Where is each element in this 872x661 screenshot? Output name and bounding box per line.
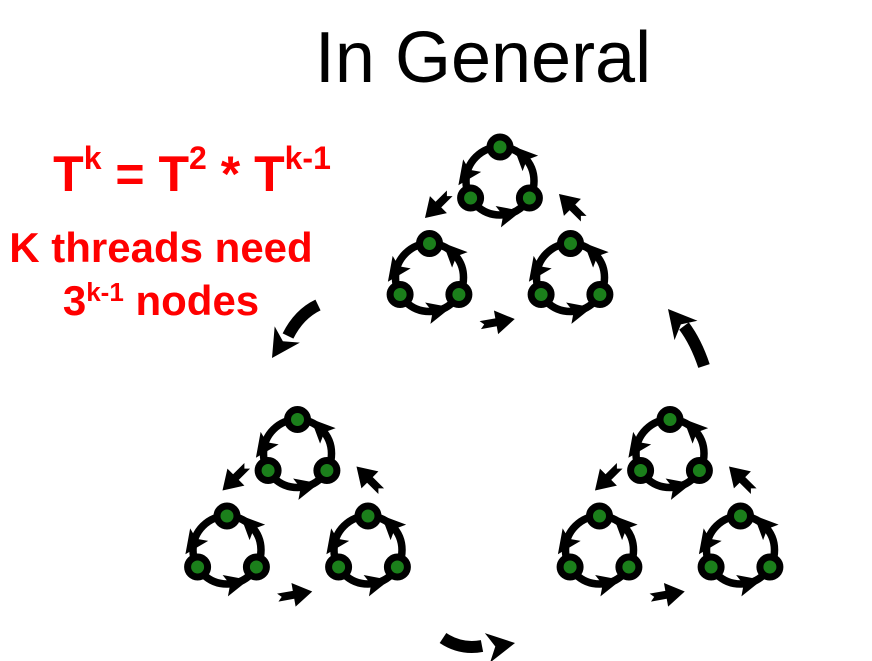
formula-superscript: k-1 bbox=[284, 140, 331, 177]
formula-superscript: k bbox=[83, 140, 102, 177]
note-rest: nodes bbox=[123, 277, 260, 325]
note-line-2: 3k-1 nodes bbox=[0, 274, 322, 327]
formula-operator: * bbox=[206, 146, 255, 202]
curved-arrow-bottom-left-to-bottom-right-icon bbox=[439, 632, 515, 661]
curved-arrow-bottom-right-to-top-icon bbox=[668, 309, 710, 368]
formula-thread-power: Tk = T2 * Tk-1 bbox=[12, 142, 372, 202]
formula-term: T bbox=[254, 146, 285, 202]
note-threads-nodes: K threads need 3k-1 nodes bbox=[0, 221, 322, 328]
note-superscript: k-1 bbox=[86, 277, 124, 308]
cluster-bottom-left bbox=[176, 410, 407, 610]
cluster-top bbox=[379, 137, 610, 337]
formula-equals: = bbox=[101, 146, 159, 202]
slide-title: In General bbox=[314, 18, 652, 98]
formula-term: T bbox=[158, 146, 190, 202]
cluster-bottom-right bbox=[549, 410, 780, 610]
formula-superscript: 2 bbox=[189, 140, 207, 177]
formula-term: T bbox=[53, 146, 84, 202]
curved-arrow-top-to-bottom-left-icon bbox=[272, 299, 321, 358]
note-base: 3 bbox=[62, 277, 87, 325]
note-line-1: K threads need bbox=[9, 224, 313, 271]
